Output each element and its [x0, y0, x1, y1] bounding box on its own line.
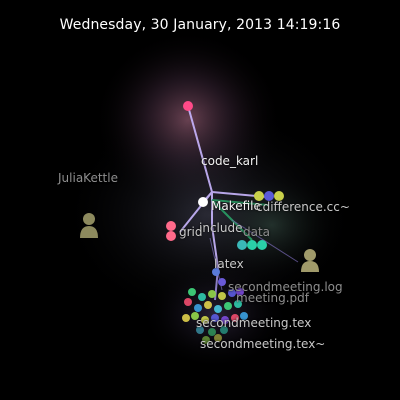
directory-label: code_karl — [201, 154, 259, 168]
file-label: meeting.pdf — [236, 291, 309, 305]
file-node — [204, 301, 212, 309]
file-node — [166, 231, 176, 241]
file-node — [198, 197, 208, 207]
file-node — [231, 314, 239, 322]
file-node — [188, 288, 196, 296]
file-node — [194, 304, 202, 312]
file-node — [240, 312, 248, 320]
file-label: secondmeeting.tex — [196, 316, 312, 330]
file-node — [208, 290, 216, 298]
file-node — [254, 191, 264, 201]
file-node — [184, 298, 192, 306]
file-node — [234, 300, 242, 308]
file-node — [166, 221, 176, 231]
file-cluster — [182, 288, 248, 344]
file-node — [236, 288, 244, 296]
file-node — [228, 289, 236, 297]
file-node — [212, 268, 220, 276]
edge-include-latex — [211, 225, 219, 269]
file-node — [196, 326, 204, 334]
person-icon — [80, 213, 98, 238]
directory-label: data — [243, 225, 271, 239]
file-node — [211, 314, 219, 322]
file-node — [221, 316, 229, 324]
timestamp: Wednesday, 30 January, 2013 14:19:16 — [59, 17, 341, 33]
user-label: JuliaKettle — [58, 171, 118, 185]
file-node — [220, 326, 228, 334]
file-node — [264, 191, 274, 201]
file-node — [214, 305, 222, 313]
file-node — [202, 336, 210, 344]
file-label: secondmeeting.log — [228, 280, 343, 294]
directory-label: Makefile — [211, 199, 261, 213]
file-node — [257, 240, 267, 250]
edge-data-2 — [211, 199, 269, 206]
file-node — [274, 191, 284, 201]
directory-label: grid — [179, 225, 203, 239]
person-icon — [301, 249, 319, 272]
directory-label: cdifference.cc~ — [256, 200, 350, 214]
file-node — [218, 292, 226, 300]
file-node — [208, 328, 216, 336]
file-node — [201, 316, 209, 324]
file-node — [237, 240, 247, 250]
file-node — [214, 334, 222, 342]
file-node — [191, 312, 199, 320]
file-node — [247, 240, 257, 250]
file-node — [198, 293, 206, 301]
file-node — [218, 278, 226, 286]
file-label: secondmeeting.tex~ — [200, 337, 326, 351]
file-node — [182, 314, 190, 322]
file-node — [183, 101, 193, 111]
directory-label: include — [199, 221, 243, 235]
directory-label: latex — [214, 257, 244, 271]
file-node — [224, 302, 232, 310]
edge-code-karl — [187, 105, 213, 193]
